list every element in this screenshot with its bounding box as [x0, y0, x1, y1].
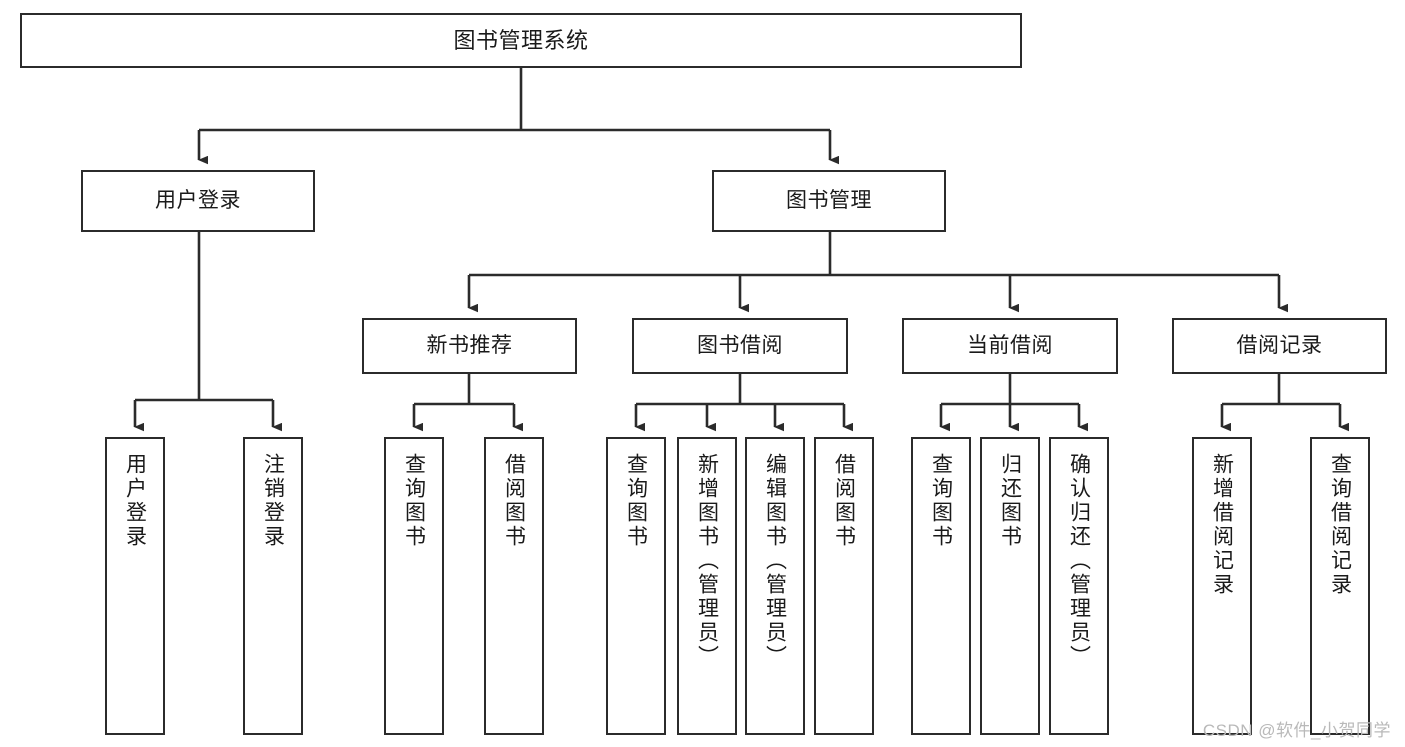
node-book-borrow[interactable]: 图书借阅	[632, 318, 848, 374]
node-label: 借阅图书	[502, 453, 526, 549]
leaf-recommend-borrow-book[interactable]: 借阅图书	[484, 437, 544, 735]
leaf-recommend-query-book[interactable]: 查询图书	[384, 437, 444, 735]
node-label: 新增图书（管理员）	[695, 453, 719, 669]
node-label: 用户登录	[155, 188, 241, 212]
leaf-borrow-add-book-admin[interactable]: 新增图书（管理员）	[677, 437, 737, 735]
watermark-text: CSDN @软件_小贺同学	[1202, 721, 1391, 740]
leaf-current-confirm-return-admin[interactable]: 确认归还（管理员）	[1049, 437, 1109, 735]
leaf-user-login-logout[interactable]: 注销登录	[243, 437, 303, 735]
node-label: 图书借阅	[697, 333, 783, 357]
leaf-borrow-edit-book-admin[interactable]: 编辑图书（管理员）	[745, 437, 805, 735]
node-label: 借阅图书	[832, 453, 856, 549]
leaf-record-query-record[interactable]: 查询借阅记录	[1310, 437, 1370, 735]
leaf-current-return-book[interactable]: 归还图书	[980, 437, 1040, 735]
leaf-current-query-book[interactable]: 查询图书	[911, 437, 971, 735]
leaf-user-login-login[interactable]: 用户登录	[105, 437, 165, 735]
leaf-borrow-borrow-book[interactable]: 借阅图书	[814, 437, 874, 735]
node-book-management[interactable]: 图书管理	[712, 170, 946, 232]
node-label: 图书管理系统	[453, 27, 589, 53]
node-label: 新增借阅记录	[1210, 453, 1234, 597]
node-label: 归还图书	[998, 453, 1022, 549]
node-label: 新书推荐	[426, 333, 513, 357]
node-label: 查询图书	[929, 453, 953, 549]
node-label: 查询借阅记录	[1328, 453, 1352, 597]
node-label: 图书管理	[786, 188, 872, 212]
node-user-login[interactable]: 用户登录	[81, 170, 315, 232]
node-new-book-recommend[interactable]: 新书推荐	[362, 318, 577, 374]
node-label: 注销登录	[261, 453, 285, 549]
node-current-borrow[interactable]: 当前借阅	[902, 318, 1118, 374]
leaf-borrow-query-book[interactable]: 查询图书	[606, 437, 666, 735]
node-book-management-system[interactable]: 图书管理系统	[20, 13, 1022, 68]
node-label: 当前借阅	[967, 333, 1053, 357]
node-label: 查询图书	[624, 453, 648, 549]
node-label: 用户登录	[123, 453, 147, 549]
node-label: 编辑图书（管理员）	[763, 453, 787, 669]
node-label: 确认归还（管理员）	[1067, 453, 1091, 669]
node-label: 借阅记录	[1236, 333, 1323, 357]
node-borrow-record[interactable]: 借阅记录	[1172, 318, 1387, 374]
node-label: 查询图书	[402, 453, 426, 549]
leaf-record-add-record[interactable]: 新增借阅记录	[1192, 437, 1252, 735]
